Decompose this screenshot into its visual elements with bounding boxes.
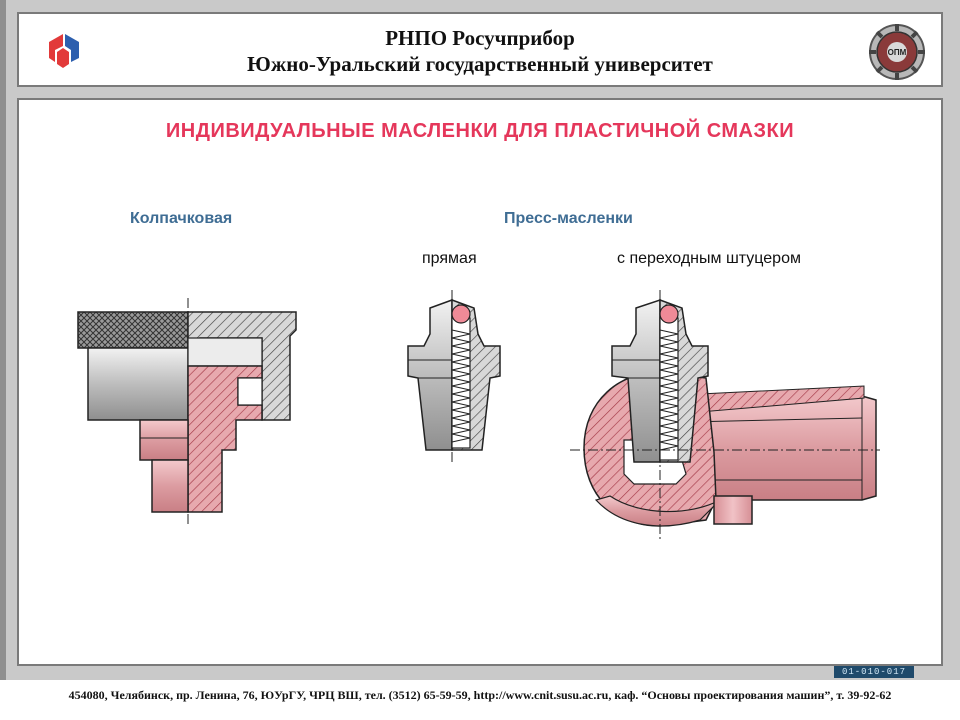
section-cap-label: Колпачковая: [130, 210, 233, 227]
header: РНПО Росучприбор Южно-Уральский государс…: [17, 12, 943, 87]
header-university-name: Южно-Уральский государственный университ…: [247, 52, 713, 76]
adapter-press-greaser-drawing: [570, 290, 880, 540]
header-org-name: РНПО Росучприбор: [385, 26, 575, 50]
emblem-text: ОПМ: [888, 48, 907, 57]
adapter-label: с переходным штуцером: [617, 250, 801, 267]
rosuchpribor-logo-icon: [49, 34, 79, 68]
slide-code-badge: 01-010-017: [834, 666, 914, 678]
section-press-label: Пресс-масленки: [504, 210, 633, 227]
department-emblem-icon: ОПМ: [869, 24, 925, 80]
footer-contacts: 454080, Челябинск, пр. Ленина, 76, ЮУрГУ…: [68, 688, 892, 702]
slide-title: ИНДИВИДУАЛЬНЫЕ МАСЛЕНКИ ДЛЯ ПЛАСТИЧНОЙ С…: [165, 120, 795, 142]
straight-label: прямая: [422, 250, 477, 267]
cap-greaser-drawing: [77, 298, 297, 525]
straight-press-greaser-drawing: [407, 290, 501, 462]
frame-left-strip: [0, 0, 6, 680]
